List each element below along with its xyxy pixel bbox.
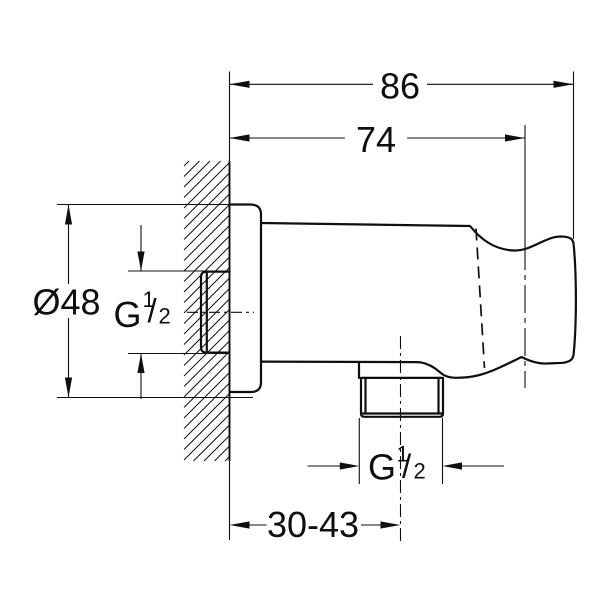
hatch-line (203, 435, 230, 462)
hatch-line (183, 372, 230, 419)
dim-3043-arrow-left (229, 521, 250, 529)
hatch-line (183, 193, 230, 240)
inlet-thread-letter: G (114, 294, 142, 335)
dimension-escutcheon-diameter: Ø48 (32, 203, 253, 399)
outlet-thread-numerator: 1 (397, 442, 409, 467)
outlet-thread-letter: G (368, 447, 396, 488)
hatch-line (183, 382, 230, 429)
outlet-thread-box (359, 376, 445, 415)
dimension-wall-to-holder-center: 74 (229, 119, 525, 160)
hatch-line (183, 225, 230, 272)
inlet-fitting (199, 270, 231, 354)
hatch-line (193, 424, 230, 462)
hatch-line (183, 162, 230, 209)
dim-86-label: 86 (380, 65, 420, 106)
hatch-line (183, 160, 211, 188)
hatch-line (183, 214, 230, 261)
hatch-line (214, 445, 230, 462)
hatch-line (183, 361, 230, 408)
hatch-line (183, 160, 190, 167)
inlet-fitting-outline (199, 270, 231, 354)
outlet-dim-arrow-right (442, 462, 462, 470)
hatch-line (183, 160, 221, 198)
inlet-thread-label: G 1 / 2 (114, 287, 171, 335)
hatch-line (183, 403, 230, 450)
dim-d48-label: Ø48 (32, 282, 100, 323)
hatch-line (183, 204, 230, 251)
inlet-thread-numerator: 1 (143, 287, 155, 312)
dimension-inlet-thread: G 1 / 2 (114, 225, 228, 399)
outlet-thread-divider: / (402, 448, 412, 485)
hatch-line (183, 172, 230, 219)
outlet-thread-cap (359, 412, 445, 418)
hatch-line (183, 393, 230, 440)
dimension-wall-clearance: 30-43 (229, 504, 401, 545)
dim-86-arrow-right (553, 80, 574, 88)
dim-d48-arrow-bottom (64, 377, 73, 398)
hatch-line (183, 235, 230, 282)
dim-74-arrow-right (505, 134, 525, 142)
hatch-line (183, 340, 230, 387)
body-and-holder-outline (259, 221, 577, 379)
outlet-dim-arrow-left (339, 462, 360, 470)
hatch-line (183, 246, 230, 293)
holder-hidden-edge (475, 228, 486, 369)
inlet-dim-arrow-top (137, 251, 145, 271)
outlet-fitting (357, 360, 445, 418)
dimension-overall-width: 86 (229, 65, 575, 239)
inlet-dim-arrow-bottom (137, 353, 145, 373)
dim-86-arrow-left (229, 80, 250, 88)
center-lines (187, 125, 526, 541)
escutcheon-outline (228, 203, 263, 394)
dim-74-label: 74 (356, 119, 396, 160)
dimension-outlet-thread: G 1 / 2 (307, 418, 504, 488)
dim-74-arrow-left (229, 134, 250, 142)
outlet-thread-denominator: 2 (414, 459, 426, 484)
dim-d48-arrow-top (64, 204, 73, 225)
hatch-line (183, 160, 200, 177)
hatch-line (183, 351, 230, 398)
dim-3043-label: 30-43 (267, 504, 359, 545)
hatch-line (183, 414, 230, 461)
hatch-line (183, 183, 230, 230)
outlet-thread-label: G 1 / 2 (368, 442, 426, 488)
dim-3043-arrow-right (380, 521, 401, 529)
inlet-thread-denominator: 2 (159, 304, 171, 329)
inlet-thread-divider: / (148, 292, 158, 329)
